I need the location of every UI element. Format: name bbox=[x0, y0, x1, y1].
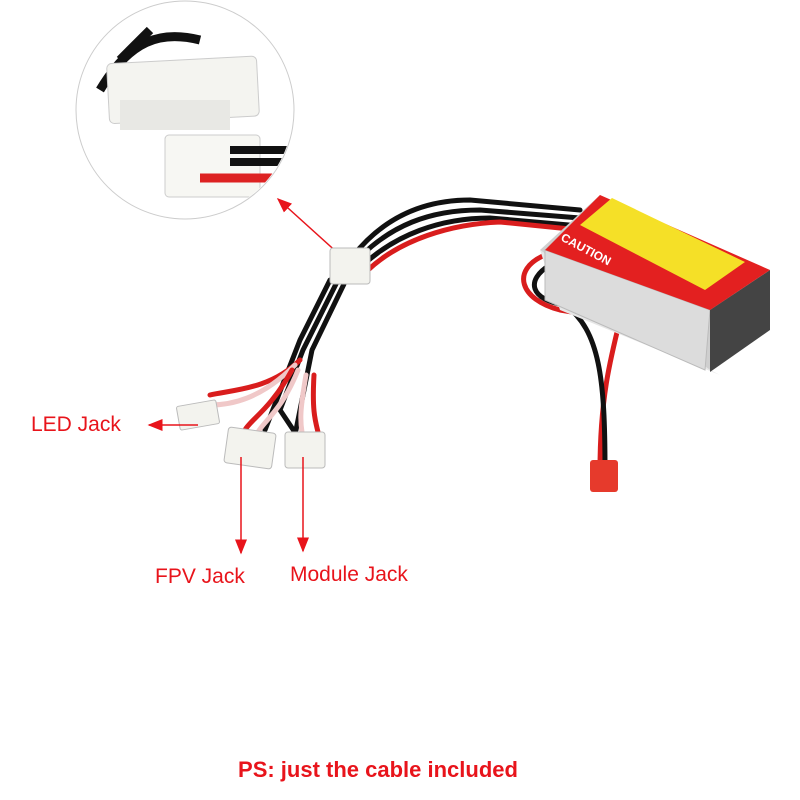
included-note: PS: just the cable included bbox=[238, 757, 518, 782]
jst-connector bbox=[590, 460, 618, 492]
inset-arrow bbox=[276, 197, 341, 256]
module-connector bbox=[284, 431, 326, 469]
fpv-jack-label: FPV Jack bbox=[155, 565, 245, 588]
led-jack-label: LED Jack bbox=[31, 413, 121, 436]
balance-connector bbox=[329, 247, 371, 285]
module-jack-label: Module Jack bbox=[290, 563, 408, 586]
led-connector bbox=[176, 399, 220, 431]
connector-zoom-inset bbox=[75, 0, 295, 220]
fpv-connector bbox=[223, 426, 277, 470]
lipo-battery: CAUTION bbox=[540, 195, 770, 375]
